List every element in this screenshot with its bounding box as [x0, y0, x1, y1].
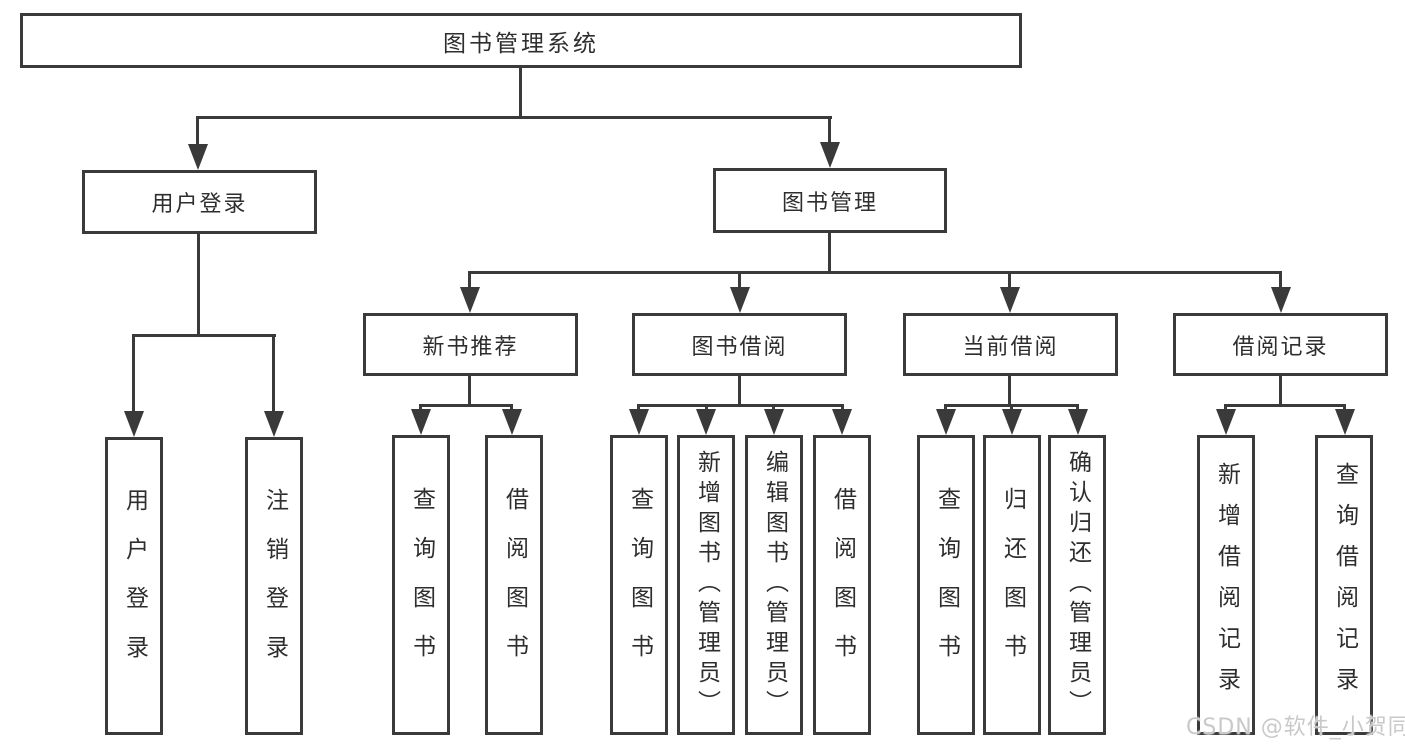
leaf-label: 编辑图书︵管理员︶ — [761, 450, 788, 720]
node-book-management-label: 图书管理 — [781, 190, 878, 216]
connector-line — [637, 404, 844, 407]
node-leaf-confirm-return-admin: 确认归还︵管理员︶ — [1048, 435, 1106, 735]
leaf-label: 借阅图书 — [829, 487, 856, 683]
connector-line — [468, 271, 471, 289]
arrow-down-icon — [1002, 409, 1022, 435]
node-leaf-borrow-books-2: 借阅图书 — [813, 435, 871, 735]
node-user-login-label: 用户登录 — [151, 192, 248, 217]
connector-line — [132, 334, 276, 337]
node-leaf-logout: 注销登录 — [245, 437, 303, 735]
node-current-borrow: 当前借阅 — [903, 313, 1118, 376]
node-borrow-record-label: 借阅记录 — [1232, 334, 1329, 360]
arrow-down-icon — [832, 409, 852, 435]
arrow-down-icon — [502, 409, 522, 435]
node-leaf-user-login: 用户登录 — [105, 437, 163, 735]
arrow-down-icon — [1271, 287, 1291, 313]
arrow-down-icon — [936, 409, 956, 435]
node-leaf-query-books-1: 查询图书 — [392, 435, 450, 735]
arrow-down-icon — [264, 411, 284, 437]
connector-line — [132, 334, 135, 413]
node-borrow-record: 借阅记录 — [1173, 313, 1388, 376]
node-leaf-borrow-books-1: 借阅图书 — [485, 435, 543, 735]
connector-line — [197, 234, 200, 336]
node-leaf-add-borrow-record: 新增借阅记录 — [1197, 435, 1255, 735]
connector-line — [828, 233, 831, 274]
arrow-down-icon — [188, 144, 208, 170]
leaf-label: 查询图书 — [933, 487, 960, 683]
leaf-label: 查询图书 — [626, 487, 653, 683]
connector-line — [272, 334, 275, 413]
connector-line — [1279, 271, 1282, 289]
node-book-management: 图书管理 — [713, 168, 947, 233]
leaf-label: 新增图书︵管理员︶ — [693, 450, 720, 720]
arrow-down-icon — [820, 142, 840, 168]
node-root: 图书管理系统 — [20, 13, 1022, 68]
node-user-login: 用户登录 — [82, 170, 317, 234]
leaf-label: 确认归还︵管理员︶ — [1064, 450, 1091, 720]
leaf-label: 查询借阅记录 — [1331, 462, 1358, 708]
leaf-label: 新增借阅记录 — [1213, 462, 1240, 708]
leaf-label: 注销登录 — [261, 488, 288, 684]
node-leaf-query-books-2: 查询图书 — [610, 435, 668, 735]
connector-line — [1279, 376, 1282, 407]
leaf-label: 查询图书 — [408, 487, 435, 683]
node-root-label: 图书管理系统 — [443, 30, 599, 57]
arrow-down-icon — [696, 409, 716, 435]
connector-line — [419, 404, 513, 407]
arrow-down-icon — [460, 287, 480, 313]
connector-line — [1008, 271, 1011, 289]
node-leaf-add-book-admin: 新增图书︵管理员︶ — [677, 435, 735, 735]
connector-line — [468, 376, 471, 407]
arrow-down-icon — [1068, 409, 1088, 435]
connector-line — [519, 68, 522, 118]
connector-line — [1224, 404, 1346, 407]
arrow-down-icon — [411, 409, 431, 435]
leaf-label: 用户登录 — [121, 488, 148, 684]
connector-line — [738, 376, 741, 407]
node-new-book-recommend: 新书推荐 — [363, 313, 578, 376]
connector-line — [1008, 376, 1011, 407]
node-book-borrow-label: 图书借阅 — [691, 334, 788, 360]
connector-line — [468, 271, 1282, 274]
node-book-borrow: 图书借阅 — [632, 313, 847, 376]
connector-line — [828, 116, 831, 146]
csdn-watermark: CSDN @软件_小贺同学 — [1186, 715, 1405, 740]
arrow-down-icon — [764, 409, 784, 435]
connector-line — [196, 116, 199, 148]
arrow-down-icon — [730, 287, 750, 313]
leaf-label: 借阅图书 — [501, 487, 528, 683]
connector-line — [196, 116, 832, 119]
leaf-label: 归还图书 — [999, 487, 1026, 683]
connector-line — [738, 271, 741, 289]
node-leaf-query-borrow-record: 查询借阅记录 — [1315, 435, 1373, 735]
node-leaf-edit-book-admin: 编辑图书︵管理员︶ — [745, 435, 803, 735]
node-leaf-return-books: 归还图书 — [983, 435, 1041, 735]
node-leaf-query-books-3: 查询图书 — [917, 435, 975, 735]
node-current-borrow-label: 当前借阅 — [962, 334, 1059, 360]
node-new-book-recommend-label: 新书推荐 — [422, 334, 519, 360]
arrow-down-icon — [1000, 287, 1020, 313]
arrow-down-icon — [124, 411, 144, 437]
arrow-down-icon — [629, 409, 649, 435]
arrow-down-icon — [1216, 409, 1236, 435]
arrow-down-icon — [1335, 409, 1355, 435]
